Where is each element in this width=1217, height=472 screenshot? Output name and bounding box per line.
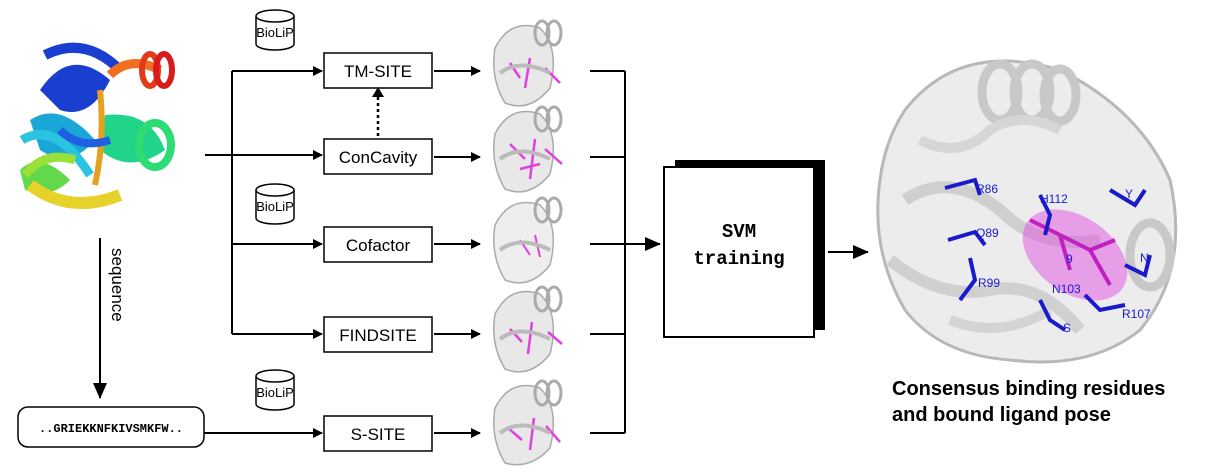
input-protein-structure-image [19,42,175,209]
svm-box [663,166,815,338]
residue-label: S [1063,321,1071,335]
sequence-label: sequence [108,248,127,322]
database-label: BioLiP [256,25,294,40]
residue-label: N [1140,251,1149,265]
result-protein-structure-image: R86 H112 Y Q89 N R99 N103 R107 S 9 [876,59,1178,364]
database-label: BioLiP [256,199,294,214]
prediction-structure-concavity [493,105,563,193]
prediction-structure-cofactor [493,196,563,284]
residue-label: R99 [978,276,1000,290]
caption-line1: Consensus binding residues [892,378,1165,400]
residue-label: Q89 [976,226,999,240]
method-box-findsite [323,316,433,353]
residue-label: 9 [1066,252,1073,266]
sequence-text: ..GRIEKKNFKIVSMKFW.. [39,422,183,436]
database-label: BioLiP [256,385,294,400]
method-label-concavity: ConCavity [339,148,418,167]
biolip-database-2: BioLiP [255,183,295,225]
method-label-tmsite: TM-SITE [344,62,412,81]
residue-label: H112 [1040,192,1068,206]
dotted-arrow-head [372,87,384,97]
prediction-structure-ssite [493,379,563,466]
caption-line2: and bound ligand pose [892,404,1111,426]
residue-label: N103 [1052,282,1081,296]
biolip-database-3: BioLiP [255,369,295,411]
method-label-ssite: S-SITE [351,425,406,444]
method-box-cofactor [323,226,433,263]
method-label-findsite: FINDSITE [339,326,416,345]
sequence-box [17,406,205,448]
svm-label-line2: training [693,248,784,270]
residue-label: R86 [976,182,998,196]
method-box-concavity [323,138,433,175]
residue-label: R107 [1122,307,1151,321]
method-box-ssite [323,415,433,452]
svm-label-line1: SVM [722,221,756,243]
method-label-cofactor: Cofactor [346,236,411,255]
method-box-tmsite [323,52,433,89]
residue-label: Y [1125,187,1133,201]
prediction-structure-findsite [493,285,563,373]
biolip-database-1: BioLiP [255,9,295,51]
prediction-structure-tmsite [493,19,563,107]
